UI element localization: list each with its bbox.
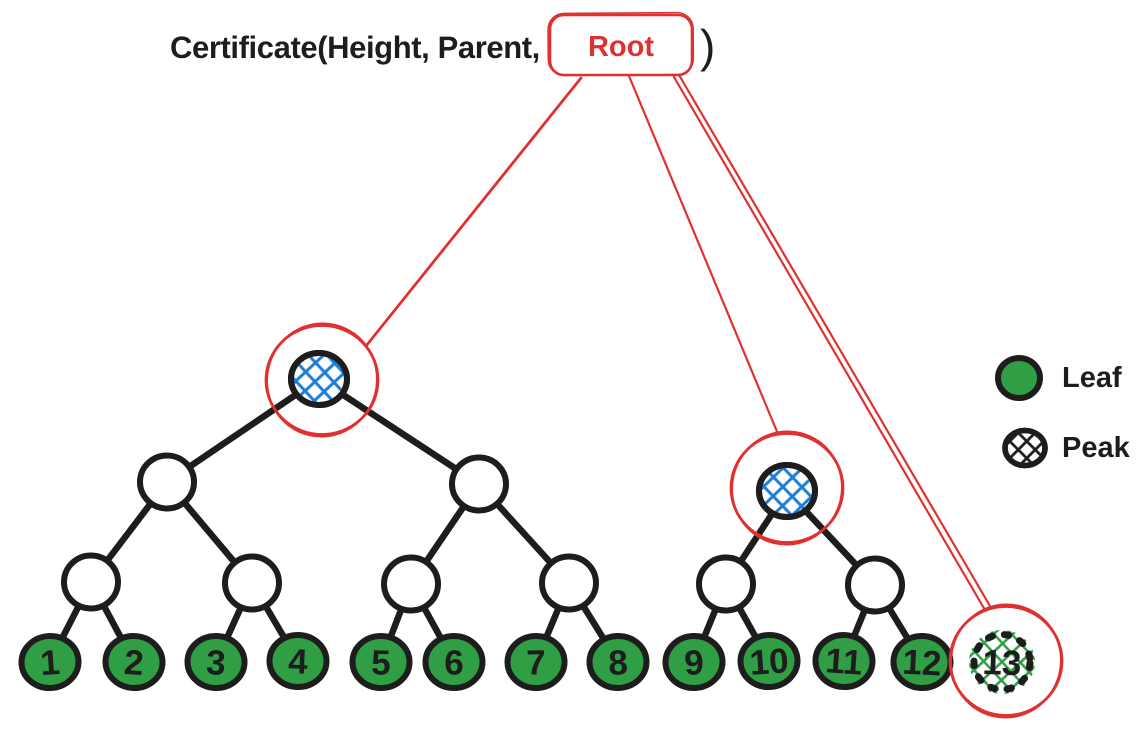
leaf-node-6: 6	[422, 633, 486, 691]
internal-node-node-7-8	[539, 553, 599, 613]
leaf-circle	[662, 632, 726, 692]
leaf-circle	[18, 632, 82, 692]
leaf-node-3: 3	[184, 632, 248, 692]
leaf-circle	[349, 632, 413, 692]
tree-edge	[163, 375, 323, 486]
leaf-node-10: 10	[737, 631, 801, 691]
peak-hatch	[756, 461, 818, 521]
legend-label-leaf: Leaf	[1062, 362, 1122, 394]
internal-circle	[696, 554, 756, 614]
pending-leaf-node-13: 13	[969, 629, 1035, 695]
leaf-node-1: 1	[18, 632, 82, 692]
pending-leaf-hatch	[969, 629, 1035, 695]
title: Certificate(Height, Parent, Root )	[170, 20, 715, 72]
leaf-node-11: 11	[812, 631, 876, 691]
leaf-circle	[586, 632, 650, 692]
peak-hatch	[288, 349, 350, 409]
internal-circle	[61, 552, 121, 612]
title-suffix-text: )	[700, 20, 715, 72]
internal-circle	[539, 553, 599, 613]
red-circle-stroke	[949, 603, 1063, 719]
internal-circle	[449, 454, 509, 514]
red-circle-stroke	[730, 430, 844, 546]
internal-node-node-3-4	[222, 553, 282, 613]
tree-edge	[315, 375, 483, 488]
pending-leaf-dotted-circle	[970, 630, 1034, 694]
leaf-node-7: 7	[504, 632, 568, 692]
node-label: 2	[123, 643, 145, 683]
peak-node-peak-1-8	[288, 349, 350, 409]
leaf-node-4: 4	[266, 631, 330, 691]
leaf-node-12: 12	[890, 632, 954, 692]
tree-edges	[46, 375, 926, 666]
internal-node-node-1-4	[137, 452, 197, 512]
leaf-circle	[102, 632, 166, 692]
leaf-node-2: 2	[102, 632, 166, 692]
leaf-node-9: 9	[662, 632, 726, 692]
internal-node-node-9-10	[696, 554, 756, 614]
red-annotations	[264, 11, 1064, 719]
node-label: 1	[39, 643, 61, 683]
leaf-circle	[737, 631, 801, 691]
node-label: 11	[824, 641, 864, 682]
red-annotation-circle	[729, 430, 845, 546]
leaf-circle	[184, 632, 248, 692]
red-circle-stroke	[265, 322, 379, 438]
leaf-node-5: 5	[349, 632, 413, 692]
internal-circle	[222, 553, 282, 613]
root-link-line	[627, 74, 780, 436]
internal-circle	[381, 554, 441, 614]
leaf-circle	[812, 631, 876, 691]
root-box	[547, 11, 695, 77]
node-label: 7	[526, 643, 546, 682]
root-link-line	[364, 76, 583, 348]
internal-node-node-1-2	[61, 552, 121, 612]
legend-leaf-symbol	[995, 355, 1043, 401]
node-label: 3	[205, 643, 226, 683]
legend-peak-symbol-hatch	[1002, 427, 1048, 469]
root-box-label: Root	[588, 31, 654, 63]
leaf-circle	[266, 631, 330, 691]
internal-node-node-11-12	[845, 555, 905, 615]
node-label: 9	[683, 643, 704, 683]
node-label: 5	[371, 643, 391, 682]
internal-node-node-5-6	[381, 554, 441, 614]
legend: Leaf Peak	[995, 355, 1131, 469]
node-label: 4	[288, 642, 309, 682]
red-annotation-circle	[948, 603, 1064, 719]
red-annotation-circle	[264, 322, 380, 438]
node-label: 13	[982, 643, 1022, 683]
internal-circle	[845, 555, 905, 615]
internal-circle	[137, 452, 197, 512]
root-link-line	[677, 73, 992, 608]
root-link-line	[672, 75, 987, 612]
leaf-circle	[422, 633, 486, 691]
root-link-lines	[364, 73, 992, 612]
node-label: 8	[608, 643, 629, 683]
node-label: 6	[444, 644, 463, 683]
root-box-rect	[547, 11, 695, 77]
internal-node-node-5-8	[449, 454, 509, 514]
node-label: 10	[748, 641, 790, 683]
legend-label-peak: Peak	[1062, 432, 1131, 464]
leaf-circle	[504, 632, 568, 692]
leaf-node-8: 8	[586, 632, 650, 692]
title-prefix-text: Certificate(Height, Parent,	[170, 30, 540, 65]
peak-node-peak-9-12	[756, 461, 818, 521]
node-label: 12	[901, 643, 942, 684]
